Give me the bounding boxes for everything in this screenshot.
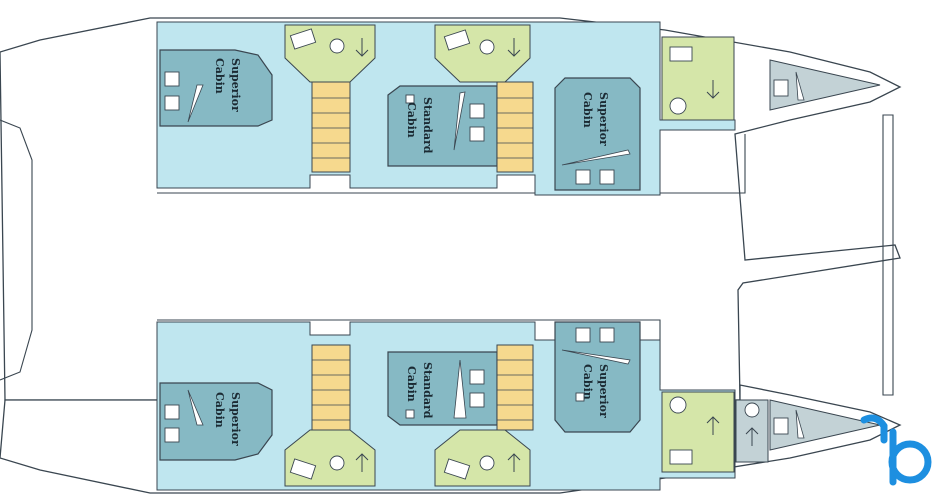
- arrow-up-icon: [355, 453, 369, 472]
- bedside: [405, 94, 415, 104]
- brand-b-logo: [860, 414, 932, 486]
- cabin-label-line1: Standard: [421, 97, 434, 154]
- pillow: [599, 327, 615, 343]
- cabin-label-line2: Cabin: [213, 58, 226, 94]
- pillow: [469, 392, 485, 408]
- stair-steps: [497, 97, 533, 159]
- pillow: [599, 169, 615, 185]
- sink: [289, 458, 317, 480]
- lower-superior-cabin-2: [554, 321, 641, 433]
- stair-steps: [497, 359, 533, 421]
- pillow: [164, 95, 180, 111]
- toilet: [669, 97, 687, 115]
- upper-stairs-2: [496, 81, 534, 173]
- lower-stairs-2: [496, 344, 534, 431]
- lower-stairs-1: [311, 344, 351, 431]
- cabin-label-line2: Cabin: [581, 364, 594, 400]
- sheet-fold: [561, 349, 631, 365]
- pillow: [469, 126, 485, 142]
- toilet: [329, 38, 345, 54]
- toilet: [669, 396, 687, 414]
- pillow: [575, 327, 591, 343]
- upper-superior-cabin-1: [159, 49, 273, 127]
- stair-steps: [312, 97, 350, 159]
- sheet-fold: [453, 91, 466, 151]
- lower-standard-cabin: [387, 351, 498, 426]
- lower-superior-cabin-1: [159, 382, 273, 461]
- arrow-down-icon: [507, 38, 521, 57]
- lower-bow-locker: [769, 399, 881, 451]
- arrow-up-icon: [745, 427, 759, 446]
- cabin-label-line1: Superior: [229, 392, 242, 446]
- cabin-label-line2: Cabin: [405, 366, 418, 402]
- pillow: [469, 103, 485, 119]
- arrow-up-icon: [706, 416, 720, 435]
- upper-standard-cabin: [387, 85, 498, 167]
- cabin-label-line1: Superior: [597, 364, 610, 418]
- starboard-bar: [882, 114, 894, 396]
- lower-hull: Superior Cabin Standard Cabin: [0, 319, 902, 494]
- pillow: [469, 369, 485, 385]
- sheet-fold: [795, 71, 805, 101]
- stair-steps: [312, 359, 350, 421]
- pillow: [575, 169, 591, 185]
- bedside: [405, 409, 415, 419]
- pillow: [164, 404, 180, 420]
- pillow: [164, 71, 180, 87]
- cabin-label-line2: Cabin: [405, 102, 418, 138]
- cabin-label-line2: Cabin: [581, 92, 594, 128]
- upper-stairs-1: [311, 81, 351, 173]
- arrow-down-icon: [355, 38, 369, 57]
- cabin-label-line1: Standard: [421, 362, 434, 419]
- toilet: [479, 39, 495, 55]
- pillow: [164, 427, 180, 443]
- cabin-label-line1: Superior: [229, 58, 242, 112]
- hatch: [773, 79, 789, 97]
- arrow-down-icon: [706, 80, 720, 99]
- sheet-fold: [561, 149, 631, 166]
- cabin-label-line1: Superior: [597, 92, 610, 146]
- upper-hull: Superior Cabin Standard Cabin: [0, 17, 902, 401]
- sheet-fold: [453, 359, 467, 419]
- upper-hull-inner-line: [157, 134, 746, 194]
- toilet: [329, 455, 345, 471]
- sheet-fold: [795, 409, 805, 439]
- hatch: [773, 417, 789, 435]
- sink: [443, 29, 471, 51]
- bridge-deck-outline: [0, 119, 33, 381]
- sheet-fold: [187, 84, 204, 123]
- sink: [669, 46, 693, 62]
- toilet: [479, 455, 495, 471]
- cabin-label-line2: Cabin: [213, 392, 226, 428]
- sheet-fold: [187, 389, 204, 426]
- sink: [669, 449, 693, 465]
- round-hatch: [744, 402, 760, 418]
- sink: [289, 28, 317, 50]
- sink: [443, 458, 471, 480]
- arrow-up-icon: [507, 453, 521, 472]
- bedside: [575, 392, 585, 402]
